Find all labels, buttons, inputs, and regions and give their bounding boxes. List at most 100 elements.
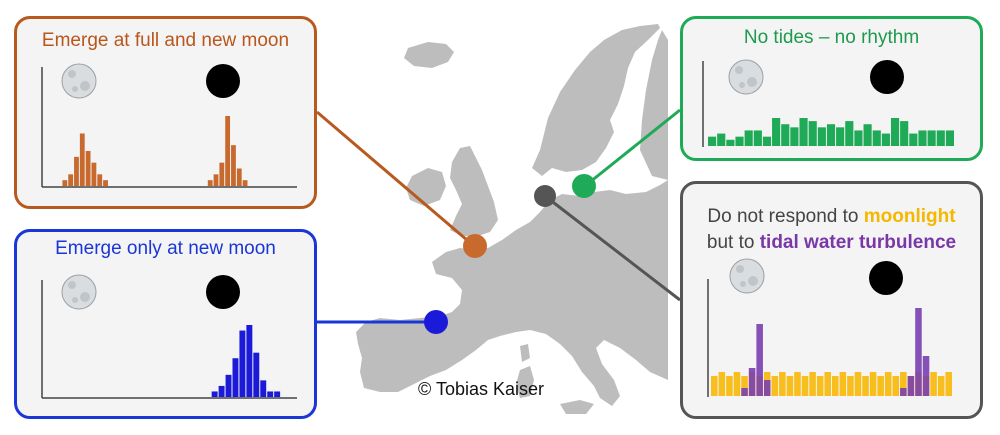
tidal-water-turbulence-bar [756,324,763,396]
bar [845,121,854,146]
bar [735,136,744,146]
bar [232,358,239,397]
moonlight-bar [839,372,847,396]
bar [74,156,79,186]
panel-title: Emerge only at new moon [55,238,276,259]
bar [85,151,91,186]
full-moon-icon [728,59,764,95]
bar [213,174,219,186]
bar [826,124,836,146]
bar [242,180,248,186]
title-line1-text: Do not respond to [707,206,864,227]
bar [799,118,808,146]
bar [79,133,85,186]
tidal-water-turbulence-bar [922,356,930,396]
finland-shape [640,30,668,180]
bar [207,180,213,186]
tidal-water-turbulence-bar [741,388,748,396]
moonlight-bar [794,372,801,396]
bar [872,130,881,146]
bar [781,124,790,146]
bar [927,130,936,146]
chart-tidal [707,258,952,397]
site-dot-spain [424,310,448,334]
moonlight-bar [779,372,786,396]
bar [68,174,74,186]
panel-no-tides: No tides – no rhythm [680,16,983,161]
full-moon-icon [61,63,97,99]
bar [762,136,772,146]
moonlight-bar [726,376,733,396]
moonlight-bar [930,372,937,396]
moonlight-bar [937,376,945,396]
tidal-water-turbulence-bar [907,376,915,396]
axis [41,280,297,399]
bar [253,352,260,397]
bar [236,168,242,186]
moonlight-bar [862,376,869,396]
panel-tidal-turbulence: Do not respond to moonlight but to tidal… [680,181,983,419]
bar [900,121,909,146]
bar [211,391,218,397]
moonlight-bar [892,376,900,396]
bar [744,130,753,146]
copyright-text: © Tobias Kaiser [418,379,544,399]
chart-new-only [41,274,297,399]
iceland-shape [404,42,454,68]
site-dot-helgoland [534,185,556,207]
moonlight-bar [809,372,816,396]
moonlight-bar [900,372,907,396]
new-moon-icon [869,261,903,295]
bar [854,130,863,146]
moonlight-bar [945,372,952,396]
moonlight-bar [877,376,884,396]
bar [890,118,900,146]
bar [260,380,267,397]
moonlight-bar [771,376,779,396]
moonlight-bar [869,372,877,396]
panel-title: Emerge at full and new moon [41,30,290,51]
connector-tidal [544,194,681,302]
moonlight-bar [884,372,892,396]
bar [863,124,872,146]
full-moon-icon [729,258,765,294]
new-moon-icon [870,60,904,94]
bar [945,130,954,146]
bar [790,127,799,146]
corsica-shape [520,344,530,362]
bar [753,130,762,146]
moonlight-bar [741,376,748,396]
bar [936,130,945,146]
bar [267,391,274,397]
moonlight-bar [832,376,839,396]
sicily-shape [560,400,594,414]
bar [909,133,918,146]
axis [41,67,297,188]
site-dot-baltic [572,174,596,198]
bar [726,139,735,146]
britain-shape [450,146,498,236]
title-line2-text: but to [706,232,760,253]
panel-new-moon-only: Emerge only at new moon [14,229,317,419]
continent-shape [356,180,668,406]
bar [274,391,281,397]
bar [103,180,108,186]
bar [218,385,225,397]
moonlight-bar [847,376,854,396]
bar [225,374,232,397]
moonlight-bar [786,376,794,396]
sardinia-shape [516,366,534,398]
moonlight-bar [718,372,726,396]
ireland-shape [406,168,446,206]
bar [717,133,726,146]
tidal-water-turbulence-bar [748,368,756,396]
new-moon-icon [206,275,240,309]
panel-full-and-new-moon: Emerge at full and new moon [14,16,317,209]
bar [708,136,717,146]
chart-no-tides [702,59,954,147]
moonlight-bar [801,376,809,396]
moonlight-bar [854,372,862,396]
full-moon-icon [61,274,97,310]
tidal-water-turbulence-bar [915,308,922,396]
bar [62,180,68,186]
